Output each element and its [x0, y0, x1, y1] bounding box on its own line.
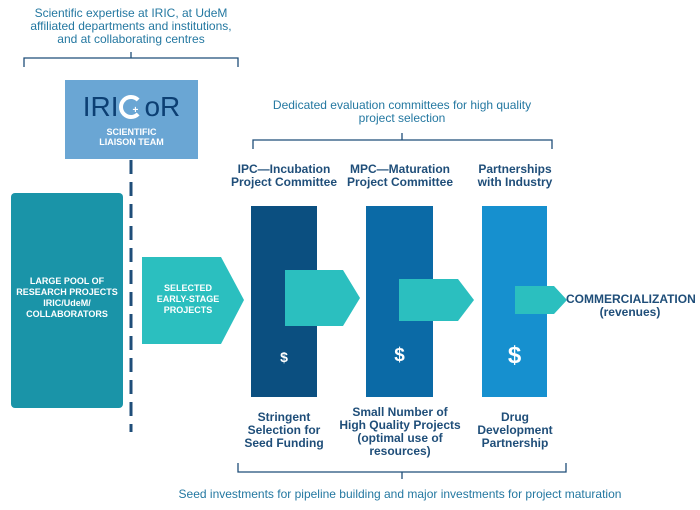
research-pool-text: LARGE POOL OF RESEARCH PROJECTS IRIC/Ude… — [16, 276, 118, 319]
top-left-bracket — [23, 52, 239, 67]
selected-arrow-shape — [142, 257, 244, 344]
top-caption: Scientific expertise at IRIC, at UdeM af… — [30, 6, 232, 46]
logo-subtitle: SCIENTIFIC LIAISON TEAM — [99, 127, 164, 147]
ipc-heading: IPC—Incubation Project Committee — [230, 162, 338, 189]
logo-text-right: oR — [144, 91, 181, 122]
logo-text-left: IRI — [82, 91, 119, 122]
arrow-partner-to-outcome — [515, 286, 567, 314]
commercialization-outcome: COMMERCIALIZATION (revenues) — [566, 292, 696, 319]
mpc-description: Small Number of High Quality Projects (o… — [339, 405, 461, 458]
arrow-mpc-to-partner — [399, 279, 474, 321]
bottom-bracket — [237, 463, 567, 479]
mpc-heading: MPC—Maturation Project Committee — [346, 162, 454, 189]
logo-plus-icon: + — [132, 105, 139, 116]
research-pool-box: LARGE POOL OF RESEARCH PROJECTS IRIC/Ude… — [11, 193, 123, 408]
logo-wordmark: IRI + oR — [65, 92, 198, 122]
logo-c-symbol: + — [119, 95, 144, 119]
iric-cor-logo-box: IRI + oR SCIENTIFIC LIAISON TEAM — [65, 80, 198, 159]
ipc-description: Stringent Selection for Seed Funding — [244, 410, 324, 450]
bottom-caption: Seed investments for pipeline building a… — [178, 487, 622, 501]
partner-description: Drug Development Partnership — [477, 410, 553, 450]
ipc-dollar-icon: $ — [280, 349, 288, 365]
arrow-ipc-to-mpc — [285, 270, 360, 326]
mpc-dollar-icon: $ — [394, 345, 405, 366]
selected-projects-label: SELECTED EARLY-STAGE PROJECTS — [156, 283, 220, 315]
committees-bracket — [252, 133, 553, 149]
committees-caption: Dedicated evaluation committees for high… — [272, 98, 532, 125]
partner-heading: Partnerships with Industry — [477, 162, 553, 189]
partner-dollar-icon: $ — [507, 342, 522, 369]
